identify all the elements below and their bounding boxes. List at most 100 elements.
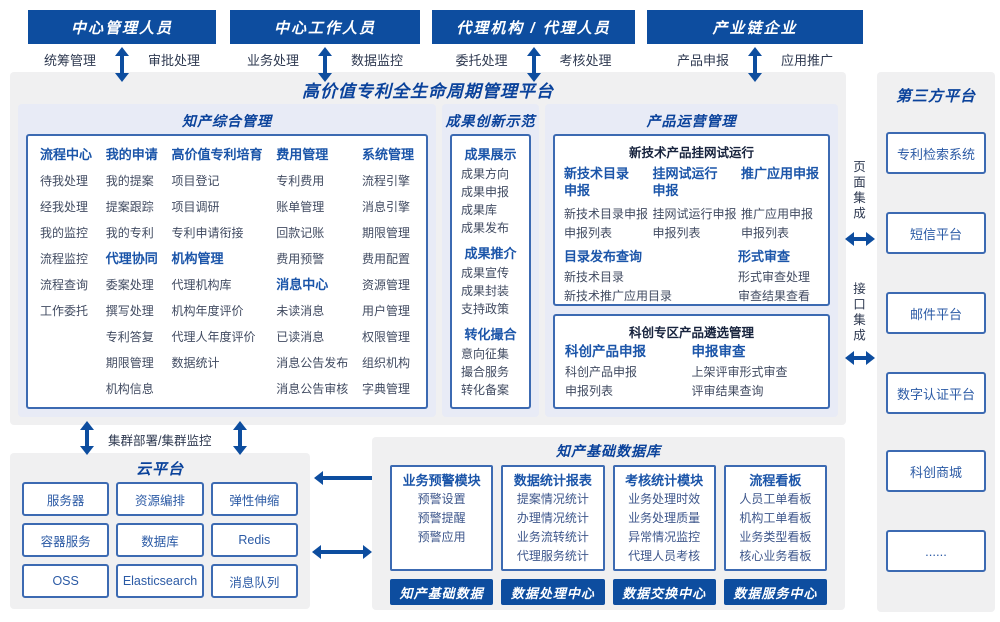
menu-column: 费用管理专利费用账单管理回款记账费用预警消息中心未读消息已读消息消息公告发布消息… <box>276 142 348 402</box>
panel-title: 第三方平台 <box>895 88 976 105</box>
arrow-head-down <box>80 446 94 455</box>
arrow-head-down <box>115 73 129 82</box>
menu-item: 成果方向 <box>461 167 510 181</box>
section-heading: 流程中心 <box>40 147 93 162</box>
arrow-stem <box>854 237 866 241</box>
arrow-head-left <box>312 545 321 559</box>
menu-item: 评审结果查询 <box>691 384 764 398</box>
actor-header: 中心管理人员 <box>28 10 216 44</box>
arrow-stem <box>238 430 242 446</box>
cloud-service-item: 消息队列 <box>210 564 298 598</box>
actor-roles: 统筹管理 审批处理 <box>28 50 216 69</box>
section-heading: 成果展示 <box>464 147 517 162</box>
arrow-stem <box>854 356 866 360</box>
menu-item: 我的专利 <box>105 226 154 240</box>
db-module: 流程看板人员工单看板机构工单看板业务类型看板核心业务看板 <box>723 465 827 571</box>
menu-group: 挂网试运行 申报挂网试运行申报申报列表 <box>652 165 736 243</box>
menu-sections: 成果展示成果方向成果申报成果库成果发布成果推介成果宣传成果封装支持政策转化撮合意… <box>452 136 529 399</box>
db-center-button: 知产基础数据 <box>390 579 494 605</box>
actor-header: 中心工作人员 <box>230 10 420 44</box>
menu-item: 费用配置 <box>361 252 410 266</box>
actor-group-agencies: 代理机构 / 代理人员 委托处理 考核处理 <box>432 10 635 82</box>
arrow-head-up <box>526 47 541 56</box>
cloud-service-item: OSS <box>22 564 110 598</box>
menu-item: 新技术推广应用目录 <box>564 289 673 303</box>
h-double-arrow-icon <box>845 351 875 365</box>
actor-role: 应用推广 <box>781 53 834 68</box>
menu-groups-row: 目录发布查询新技术目录新技术推广应用目录新技术（产品）挂网试运行计划形式审查形式… <box>555 243 828 304</box>
arrow-head-down <box>318 73 332 82</box>
menu-item: 成果库 <box>461 203 498 217</box>
arrow-head-left <box>845 351 854 365</box>
actor-group-center-managers: 中心管理人员 统筹管理 审批处理 <box>28 10 216 82</box>
arrow-head-right <box>866 351 875 365</box>
db-module-heading: 流程看板 <box>749 473 802 488</box>
third-party-item: 专利检索系统 <box>886 132 986 174</box>
db-module-item: 提案情况统计 <box>516 492 589 506</box>
menu-item: 申报列表 <box>564 226 613 240</box>
integration-label-interface: 接口集成 <box>851 282 865 344</box>
arrow-head-down <box>748 73 762 82</box>
menu-item: 我的监控 <box>40 226 89 240</box>
menu-item: 已读消息 <box>276 330 325 344</box>
cloud-service-item: 容器服务 <box>22 523 110 557</box>
db-module: 考核统计模块业务处理时效业务处理质量异常情况监控代理人员考核 <box>612 465 716 571</box>
menu-item: 消息引擎 <box>361 200 410 214</box>
menu-item: 提案跟踪 <box>105 200 154 214</box>
panel-title: 知产综合管理 <box>182 113 272 129</box>
menu-item: 待我处理 <box>40 174 89 188</box>
db-modules-row: 业务预警模块预警设置预警提醒预警应用数据统计报表提案情况统计办理情况统计业务流转… <box>390 465 827 571</box>
menu-item: 成果封装 <box>461 284 510 298</box>
menu-group: 推广应用申报推广应用申报申报列表 <box>741 165 819 243</box>
db-module-item: 代理人员考核 <box>628 549 701 563</box>
section-heading: 高价值专利培育 <box>171 147 263 162</box>
panel-title: 云平台 <box>135 461 184 478</box>
menu-item: 机构信息 <box>105 382 154 396</box>
section-heading: 形式审查 <box>738 249 791 264</box>
platform-title: 高价值专利全生命周期管理平台 <box>302 82 554 101</box>
third-party-item: 科创商城 <box>886 450 986 492</box>
menu-column: 我的申请我的提案提案跟踪我的专利代理协同委案处理撰写处理专利答复期限管理机构信息 <box>106 142 158 402</box>
menu-item: 推广应用申报 <box>740 207 813 221</box>
menu-item: 委案处理 <box>105 278 154 292</box>
cloud-service-item: Redis <box>210 523 298 557</box>
menu-item: 撮合服务 <box>461 365 510 379</box>
cluster-label: 集群部署/集群监控 <box>108 434 212 448</box>
third-party-item: 数字认证平台 <box>886 372 986 414</box>
arrow-head-up <box>318 47 332 56</box>
db-module: 数据统计报表提案情况统计办理情况统计业务流转统计代理服务统计 <box>501 465 605 571</box>
actor-header: 产业链企业 <box>647 10 863 44</box>
h-double-arrow-icon <box>312 545 372 559</box>
menu-item: 未读消息 <box>276 304 325 318</box>
menu-item: 新技术目录申报 <box>564 207 649 221</box>
menu-item: 科创产品申报 <box>565 365 638 379</box>
panel-achievement-demo: 成果创新示范 成果展示成果方向成果申报成果库成果发布成果推介成果宣传成果封装支持… <box>442 104 539 417</box>
db-module-item: 预警设置 <box>417 492 466 506</box>
panel-title: 产品运营管理 <box>646 113 737 129</box>
menu-group: 形式审查形式审查处理审查结果查看 <box>738 248 819 304</box>
menu-item: 申报列表 <box>740 226 789 240</box>
db-module-item: 人员工单看板 <box>739 492 812 506</box>
menu-item: 专利费用 <box>276 174 325 188</box>
arrow-stem <box>85 430 89 446</box>
menu-item: 字典管理 <box>361 382 410 396</box>
panel-product-operations: 产品运营管理 新技术产品挂网试运行 新技术目录 申报新技术目录申报申报列表挂网试… <box>545 104 838 417</box>
db-center-button: 数据交换中心 <box>612 579 716 605</box>
menu-group: 科创产品申报科创产品申报申报列表 <box>565 343 692 401</box>
arrow-head-down <box>233 446 247 455</box>
db-module-item: 机构工单看板 <box>739 511 812 525</box>
database-panel: 知产基础数据库 业务预警模块预警设置预警提醒预警应用数据统计报表提案情况统计办理… <box>372 437 845 610</box>
menu-item: 申报列表 <box>652 226 701 240</box>
menu-item: 资源管理 <box>361 278 410 292</box>
v-double-arrow-icon <box>233 421 247 455</box>
actor-role: 产品申报 <box>676 53 729 68</box>
actor-roles: 委托处理 考核处理 <box>432 50 635 69</box>
cloud-service-item: Elasticsearch <box>116 564 204 598</box>
menu-item: 支持政策 <box>461 302 510 316</box>
db-buttons-row: 知产基础数据数据处理中心数据交换中心数据服务中心 <box>390 579 827 605</box>
section-heading: 推广应用申报 <box>740 166 819 181</box>
cloud-service-item: 弹性伸缩 <box>210 482 298 516</box>
selection-box: 科创专区产品遴选管理 科创产品申报科创产品申报申报列表申报审查上架评审形式审查评… <box>553 314 830 409</box>
third-party-item: 短信平台 <box>886 212 986 254</box>
